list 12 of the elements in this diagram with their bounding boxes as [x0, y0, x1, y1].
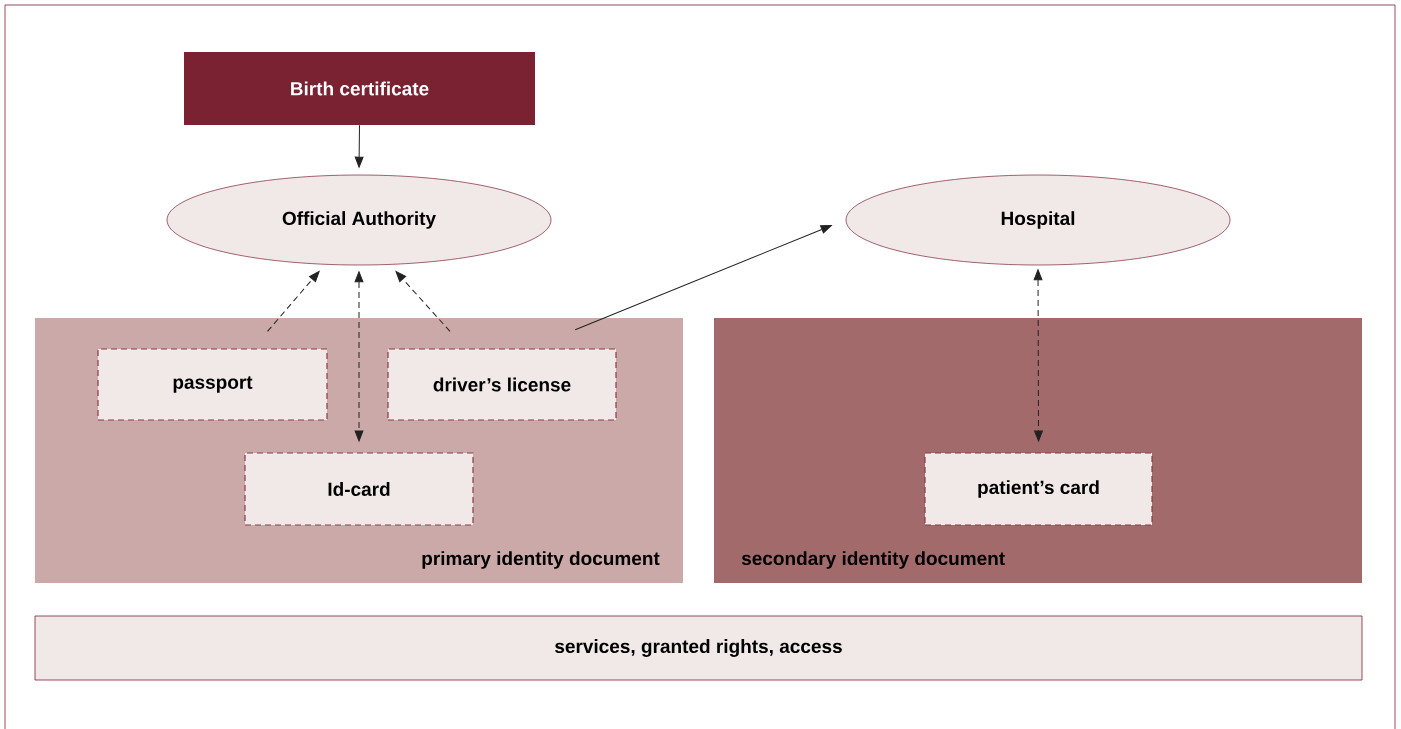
document-box: passport: [97, 348, 328, 421]
arrow: [574, 225, 832, 331]
arrow: [395, 270, 451, 332]
arrow: [354, 124, 364, 168]
document-box: Id-card: [244, 452, 474, 526]
document-box: patient’s card: [924, 452, 1153, 526]
arrow: [354, 271, 364, 442]
arrow: [267, 270, 320, 332]
title-box: Birth certificate: [184, 52, 535, 125]
arrow: [1033, 269, 1043, 442]
services-bar: services, granted rights, access: [34, 615, 1363, 681]
document-box: driver’s license: [387, 348, 617, 421]
